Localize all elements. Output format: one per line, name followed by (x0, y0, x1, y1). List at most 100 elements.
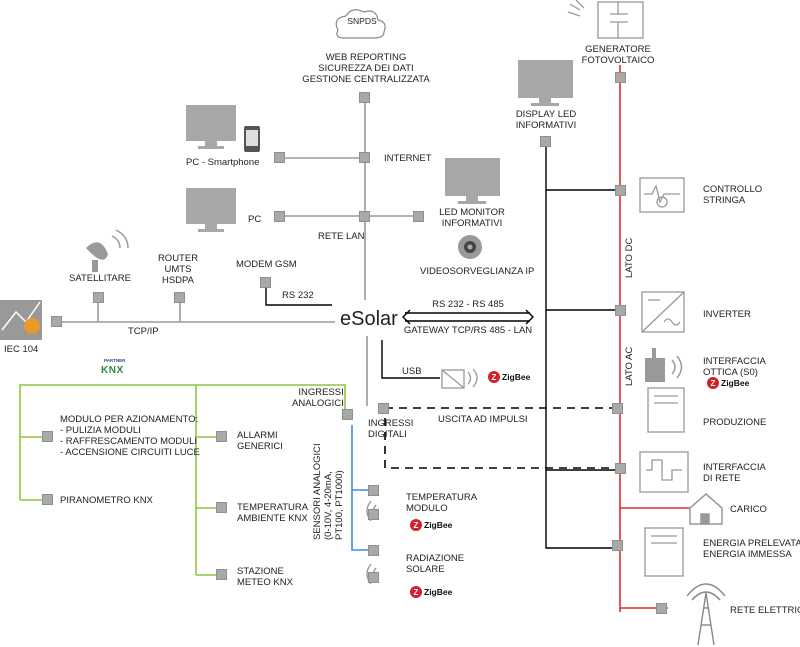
house-icon (689, 493, 723, 525)
node-stazione-meteo (216, 569, 227, 580)
usb-label: USB (402, 366, 422, 377)
gateway-icon (441, 368, 478, 389)
node-web (359, 92, 370, 103)
snpds-label: SNPDS (347, 16, 377, 26)
node-modem (260, 277, 271, 288)
node-modulo (42, 431, 53, 442)
node-radiazione-1 (368, 545, 379, 556)
node-radiazione-2 (368, 572, 379, 583)
knx-partner-label: PARTNER (104, 358, 126, 363)
node-piranometro (42, 494, 53, 505)
rete-lan-label: RETE LAN (318, 231, 365, 242)
inverter-icon (639, 451, 689, 493)
zigbee-icon: Z (410, 519, 422, 531)
meter-icon (647, 387, 685, 433)
node-display-led (540, 136, 551, 147)
produzione-label: PRODUZIONE (703, 417, 767, 428)
node-energia (612, 540, 623, 551)
rs232-label: RS 232 (282, 290, 314, 301)
node-allarmi (216, 431, 227, 442)
uscita-impulsi-label: USCITA AD IMPULSI (438, 414, 528, 425)
rs232-rs485-label: RS 232 - RS 485 (432, 299, 504, 310)
node-temperatura-ambiente (216, 502, 227, 513)
monitor-icon (518, 60, 573, 106)
tcp-ip-label: TCP/IP (128, 326, 159, 337)
node-pc (274, 211, 285, 222)
node-router (174, 292, 185, 303)
internet-label: INTERNET (384, 153, 432, 164)
camera-icon (458, 235, 482, 259)
rete-elettrica-label: RETE ELETTRICA (730, 605, 800, 616)
node-satellite (93, 292, 104, 303)
node-controllo (615, 185, 626, 196)
node-pc-smartphone (274, 152, 285, 163)
sensori-analogici-label: SENSORI ANALOGICI(0-10V, 4-20mA,PT100, P… (312, 443, 345, 540)
node-rete-elettrica (656, 603, 667, 614)
node-led-monitor (413, 211, 424, 222)
smartphone-icon (244, 126, 260, 152)
node-lan (359, 211, 370, 222)
node-ingressi-digitali (378, 403, 389, 414)
monitor-icon (445, 158, 500, 204)
satellitare-label: SATELLITARE (69, 273, 131, 284)
lato-dc-label: LATO DC (624, 237, 635, 278)
inverter-icon (641, 291, 685, 333)
optical-interface-icon (645, 348, 683, 382)
lato-ac-label: LATO AC (624, 346, 635, 386)
node-interfaccia-rete (615, 463, 626, 474)
satellite-dish-icon (86, 229, 129, 272)
iec104-label: IEC 104 (4, 344, 39, 355)
node-iec104 (51, 316, 62, 327)
monitor-icon (186, 188, 236, 232)
solar-panel-icon (567, 0, 644, 39)
modulo-azionamento-label: MODULO PER AZIONAMENTO:- PULIZIA MODULI-… (60, 414, 200, 458)
node-inverter (615, 305, 626, 316)
inverter-label: INVERTER (703, 309, 751, 320)
node-produzione (612, 403, 623, 414)
zigbee-icon: Z (707, 377, 719, 389)
gateway-label: GATEWAY TCP/RS 485 - LAN (403, 325, 533, 336)
modem-gsm-label: MODEM GSM (236, 259, 297, 270)
zigbee-icon: Z (410, 586, 422, 598)
meter-icon (644, 527, 684, 577)
knx-logo: KNX (101, 365, 124, 376)
monitor-icon (186, 105, 236, 149)
node-internet (359, 152, 370, 163)
node-temperatura-modulo-2 (368, 509, 379, 520)
node-temperatura-modulo-1 (368, 485, 379, 496)
sensor-icon (639, 177, 685, 213)
zigbee-icon: Z (488, 371, 500, 383)
piranometro-label: PIRANOMETRO KNX (60, 495, 153, 506)
esolar-label: eSolar (340, 308, 398, 330)
node-generatore (615, 72, 626, 83)
node-ingressi-analogici (342, 409, 353, 420)
transmission-tower-icon (686, 583, 726, 646)
cloud-icon (335, 9, 386, 39)
carico-label: CARICO (730, 504, 767, 515)
videosorveglianza-label: VIDEOSORVEGLIANZA IP (420, 266, 535, 277)
pc-smartphone-label: PC - Smartphone (186, 157, 260, 168)
map-icon (0, 300, 42, 340)
